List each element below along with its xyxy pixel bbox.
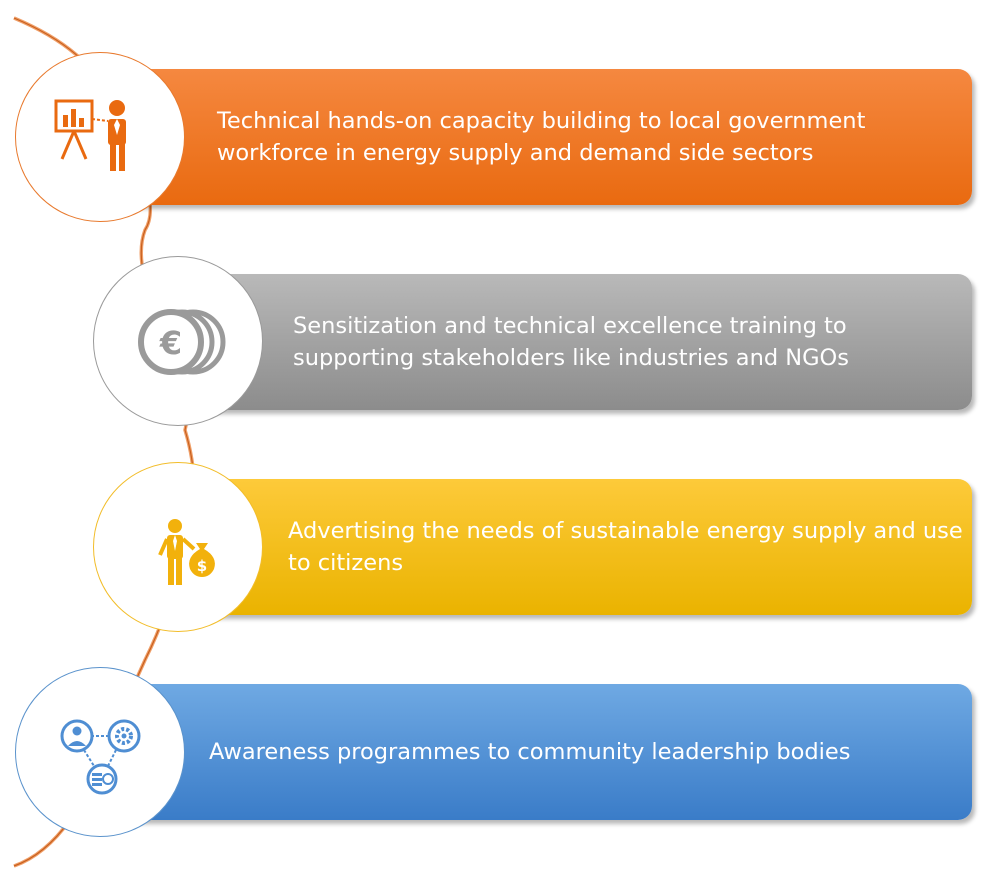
person-money-bag-icon: $ — [158, 519, 215, 585]
step-bar-3: Advertising the needs of sustainable ene… — [198, 479, 972, 615]
step-bar-1: Technical hands-on capacity building to … — [120, 69, 972, 205]
icon-circle-3: $ — [93, 462, 263, 632]
presentation-icon — [54, 99, 126, 171]
step-text-2: Sensitization and technical excellence t… — [293, 313, 849, 371]
svg-text:€: € — [159, 324, 182, 362]
step-bar-4: Awareness programmes to community leader… — [120, 684, 972, 820]
svg-text:$: $ — [197, 557, 207, 575]
step-text-4: Awareness programmes to community leader… — [209, 739, 851, 765]
icon-circle-2: € — [93, 256, 263, 426]
step-bar-2: Sensitization and technical excellence t… — [200, 274, 972, 410]
icon-circle-4 — [15, 667, 185, 837]
network-icon — [60, 719, 141, 795]
step-text-1: Technical hands-on capacity building to … — [217, 108, 866, 166]
icon-circle-1 — [15, 52, 185, 222]
euro-coins-icon: € — [138, 309, 226, 375]
step-text-3: Advertising the needs of sustainable ene… — [288, 518, 963, 576]
